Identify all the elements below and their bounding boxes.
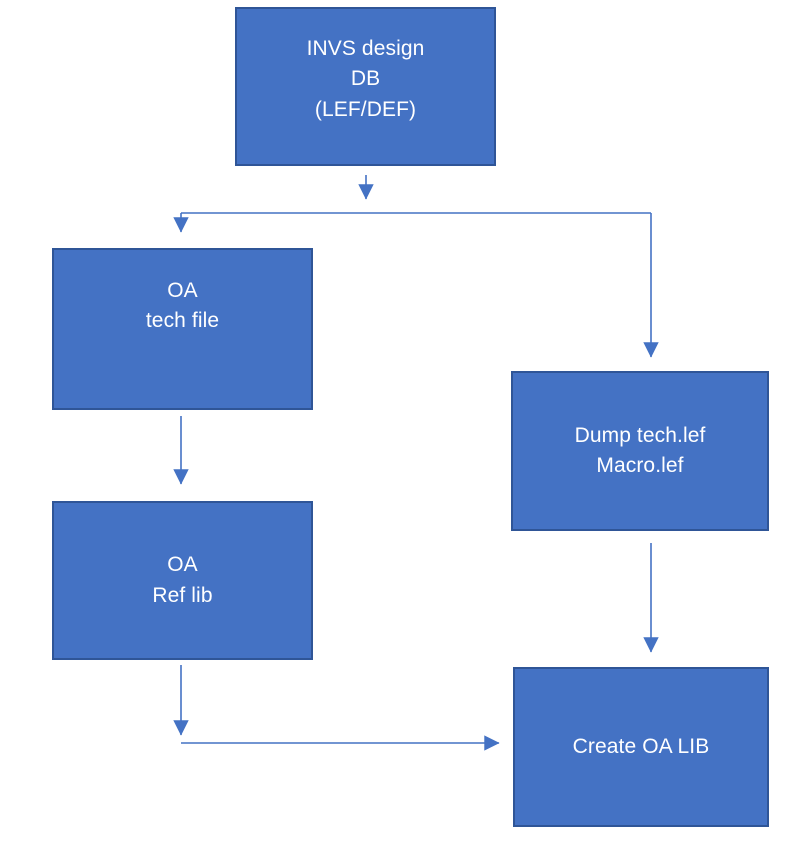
node-oa-tech-file[interactable]: OA tech file [52,248,313,410]
node-oa-ref-lib-label: OA Ref lib [152,553,213,607]
node-create-oa-lib-label: Create OA LIB [572,734,710,758]
node-invs-design-db-label: INVS design DB (LEF/DEF) [306,37,425,121]
node-dump-tech-lef[interactable]: Dump tech.lef Macro.lef [511,371,769,531]
node-create-oa-lib[interactable]: Create OA LIB [513,667,769,827]
node-oa-tech-file-label: OA tech file [145,279,220,333]
edge-oa-ref-lib-to-create-oa-lib [173,665,500,751]
node-invs-design-db[interactable]: INVS design DB (LEF/DEF) [235,7,496,166]
node-dump-tech-lef-label: Dump tech.lef Macro.lef [574,423,706,477]
node-oa-ref-lib[interactable]: OA Ref lib [52,501,313,660]
